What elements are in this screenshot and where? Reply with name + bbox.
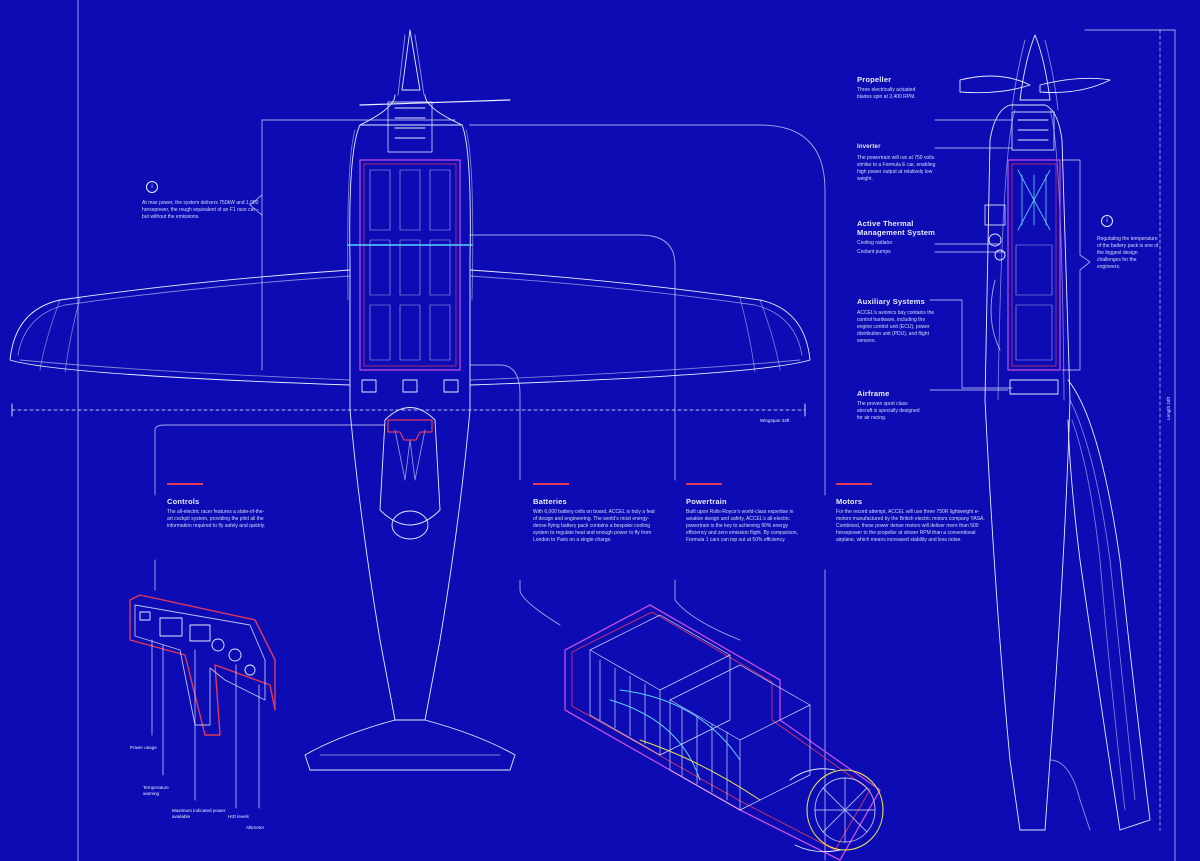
batteries-title: Batteries bbox=[533, 497, 567, 506]
side-view-aircraft bbox=[959, 34, 1151, 831]
temperature-warning-callout: Temperature warning bbox=[143, 785, 169, 797]
batteries-text: With 6,000 battery cells on board, ACCEL… bbox=[533, 509, 655, 543]
hid-levels-callout: HID levels bbox=[228, 814, 249, 819]
powertrain-title: Powertrain bbox=[686, 497, 727, 506]
powertrain-accent-bar bbox=[686, 483, 722, 485]
controls-text: The all-electric racer features a state-… bbox=[167, 509, 266, 529]
powertrain-text: Built upon Rolls-Royce’s world-class exp… bbox=[686, 509, 798, 543]
info-icon: i bbox=[146, 181, 158, 193]
thermal-system-title: Active Thermal Management System bbox=[857, 219, 936, 237]
coolant-pumps-label: Coolant pumps bbox=[857, 249, 891, 255]
batteries-accent-bar bbox=[533, 483, 569, 485]
top-view-info-text: At max power, the system delivers 750kW … bbox=[142, 200, 260, 220]
control-panel-illustration bbox=[129, 594, 276, 809]
airframe-text: The proven sport class aircraft is speci… bbox=[857, 401, 920, 421]
battery-pack-illustration bbox=[564, 604, 884, 861]
airframe-title: Airframe bbox=[857, 389, 890, 398]
motors-text: For the record attempt, ACCEL will use t… bbox=[836, 509, 985, 543]
motors-accent-bar bbox=[836, 483, 872, 485]
info-icon: i bbox=[1101, 215, 1113, 227]
altimeter-callout: Altimeter bbox=[246, 825, 265, 830]
side-view-info-text: Regulating the temperature of the batter… bbox=[1097, 236, 1159, 270]
propeller-title: Propeller bbox=[857, 75, 892, 84]
controls-accent-bar bbox=[167, 483, 203, 485]
inverter-title: Inverter bbox=[857, 144, 881, 150]
cooling-radiator-label: Cooling radiator bbox=[857, 240, 893, 246]
propeller-text: Three electrically actuated blades spin … bbox=[857, 87, 916, 100]
max-power-callout: Maximum indicated power available bbox=[172, 808, 226, 820]
motors-title: Motors bbox=[836, 497, 863, 506]
auxiliary-systems-text: ACCEL’s avionics bay contains the contro… bbox=[857, 310, 935, 344]
inverter-text: The powertrain will run at 750 volts sim… bbox=[857, 155, 936, 182]
power-usage-callout: Power usage bbox=[130, 745, 157, 750]
controls-title: Controls bbox=[167, 497, 200, 506]
auxiliary-systems-title: Auxiliary Systems bbox=[857, 297, 926, 306]
length-label: Length 24ft bbox=[1166, 397, 1171, 420]
wingspan-label: Wingspan 24ft bbox=[760, 418, 790, 423]
top-view-aircraft bbox=[9, 29, 811, 771]
